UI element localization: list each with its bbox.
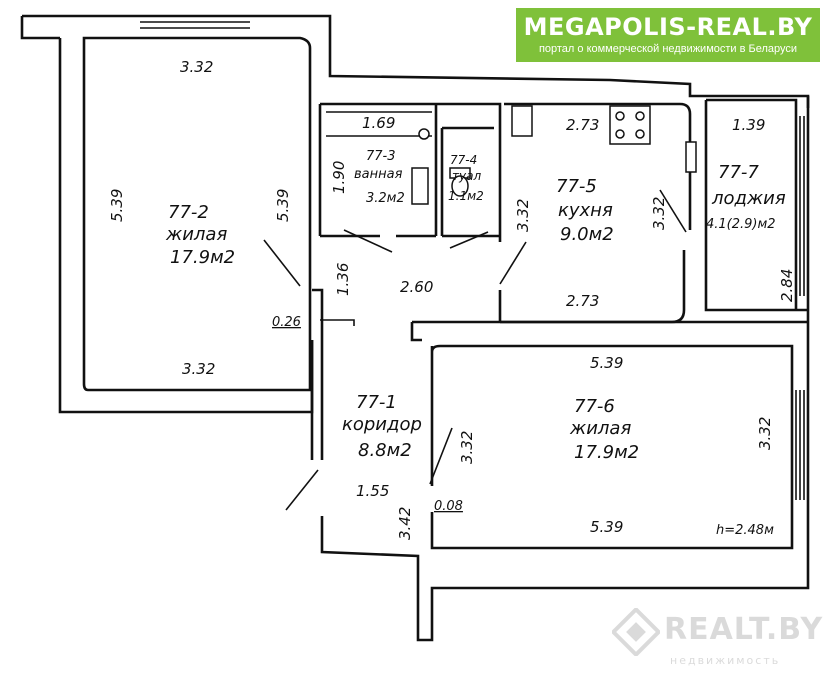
loggia-outline: [706, 96, 810, 310]
door-loggia: [659, 189, 687, 233]
dim-kitchen-bottom: 2.73: [566, 292, 599, 310]
dim-77-2-bottom: 3.32: [182, 360, 215, 378]
dim-77-2-left: 5.39: [108, 189, 126, 222]
exterior-wall-top-inner: [20, 16, 60, 40]
room-77-2-area: 17.9м2: [170, 247, 235, 268]
room-77-2-name: жилая: [165, 224, 227, 245]
door-kitchen: [499, 241, 527, 285]
watermark: REALT.BY недвижимость: [608, 598, 824, 686]
corridor-left: [310, 288, 324, 460]
brand-tagline: портал о коммерческой недвижимости в Бел…: [538, 43, 798, 55]
dim-hall-niche: 0.26: [272, 315, 301, 330]
exterior-wall-top: [22, 14, 810, 108]
door-bath: [343, 229, 393, 253]
bath-toilet-divider: [434, 104, 494, 236]
burner-icon: [635, 111, 645, 121]
kitchen-sink-icon: [511, 105, 533, 137]
dim-77-6-bottom: 5.39: [590, 518, 623, 536]
dim-bath-side: 1.90: [330, 161, 348, 194]
bathtub-icon: [411, 167, 429, 205]
dim-corridor-bottom: 1.55: [356, 482, 389, 500]
ceiling-height: h=2.48м: [716, 523, 774, 538]
room-77-1-area: 8.8м2: [358, 440, 412, 461]
fixtures: [411, 105, 697, 205]
burner-icon: [635, 129, 645, 139]
dim-77-2-top: 3.32: [180, 58, 213, 76]
room-77-4-id: 77-4: [450, 153, 477, 167]
room-77-4-area: 1.1м2: [448, 189, 484, 203]
door-77-2: [263, 239, 301, 287]
dimension-labels: 3.32 3.32 5.39 5.39 1.69 1.90 2.73 2.73 …: [108, 58, 796, 540]
room-77-6-name: жилая: [569, 418, 631, 439]
room-77-3-name: ванная: [354, 167, 403, 182]
bath-inner-top: [326, 111, 432, 137]
door-toilet: [449, 231, 489, 249]
dim-kitchen-top: 2.73: [566, 116, 599, 134]
toilet-bowl-icon: [451, 175, 469, 197]
room-77-3-area: 3.2м2: [366, 191, 405, 206]
room-77-6: [412, 320, 808, 550]
room-77-6-id: 77-6: [574, 396, 615, 417]
bath-block: [318, 102, 502, 236]
dim-hall-side: 1.36: [334, 263, 352, 296]
room-77-7-name: лоджия: [711, 188, 786, 209]
dim-hall-width: 2.60: [400, 278, 433, 296]
watermark-name: REALT.BY: [664, 612, 824, 647]
kitchen-inner-right: [704, 100, 808, 312]
niche-stub: [320, 319, 355, 326]
room-77-3-id: 77-3: [366, 149, 396, 164]
dim-77-6-top: 5.39: [590, 354, 623, 372]
room-77-7-area: 4.1(2.9)м2: [706, 217, 776, 232]
dim-corridor-lower-side: 3.42: [396, 507, 414, 540]
dim-loggia-right: 2.84: [778, 269, 796, 302]
dim-corridor-right: 3.32: [458, 431, 476, 464]
watermark-tagline: недвижимость: [670, 654, 781, 667]
door-77-6: [429, 427, 453, 485]
room-77-1-id: 77-1: [356, 392, 397, 413]
radiator-icon: [685, 141, 697, 173]
burner-icon: [615, 129, 625, 139]
stove-icon: [609, 105, 651, 145]
room-77-2-id: 77-2: [168, 202, 209, 223]
dim-corridor-step: 0.08: [434, 499, 463, 514]
room-77-5-name: кухня: [558, 200, 613, 221]
window-77-6: [795, 390, 805, 500]
room-77-5-area: 9.0м2: [560, 224, 614, 245]
corridor-bottom: [320, 310, 810, 642]
burner-icon: [615, 111, 625, 121]
room-77-5-id: 77-5: [556, 176, 597, 197]
room-77-1-name: коридор: [342, 414, 422, 435]
room-77-7-id: 77-7: [718, 162, 759, 183]
dim-77-2-right: 5.39: [274, 189, 292, 222]
dim-loggia-top: 1.39: [732, 116, 765, 134]
room-labels: 77-2 жилая 17.9м2 77-3 ванная 3.2м2 77-4…: [165, 149, 786, 463]
dim-77-6-right: 3.32: [756, 417, 774, 450]
brand-name: MEGAPOLIS-REAL.BY: [523, 13, 813, 41]
brand-banner[interactable]: MEGAPOLIS-REAL.BY портал о коммерческой …: [516, 8, 820, 62]
dim-bath-top: 1.69: [362, 114, 395, 132]
room-77-2-inner: [82, 36, 312, 392]
sink-icon: [418, 128, 430, 140]
room-77-6-area: 17.9м2: [574, 442, 639, 463]
door-entrance: [285, 469, 319, 511]
lower-wall-stub: [410, 322, 422, 342]
walls: [20, 14, 810, 642]
room-77-4-name: туал: [452, 169, 481, 183]
watermark-logo-icon: [612, 608, 660, 656]
dim-kitchen-left: 3.32: [514, 199, 532, 232]
window-77-2: [140, 15, 250, 29]
loggia-window: [799, 116, 805, 296]
doors: [263, 189, 687, 511]
dim-kitchen-right: 3.32: [650, 197, 668, 230]
